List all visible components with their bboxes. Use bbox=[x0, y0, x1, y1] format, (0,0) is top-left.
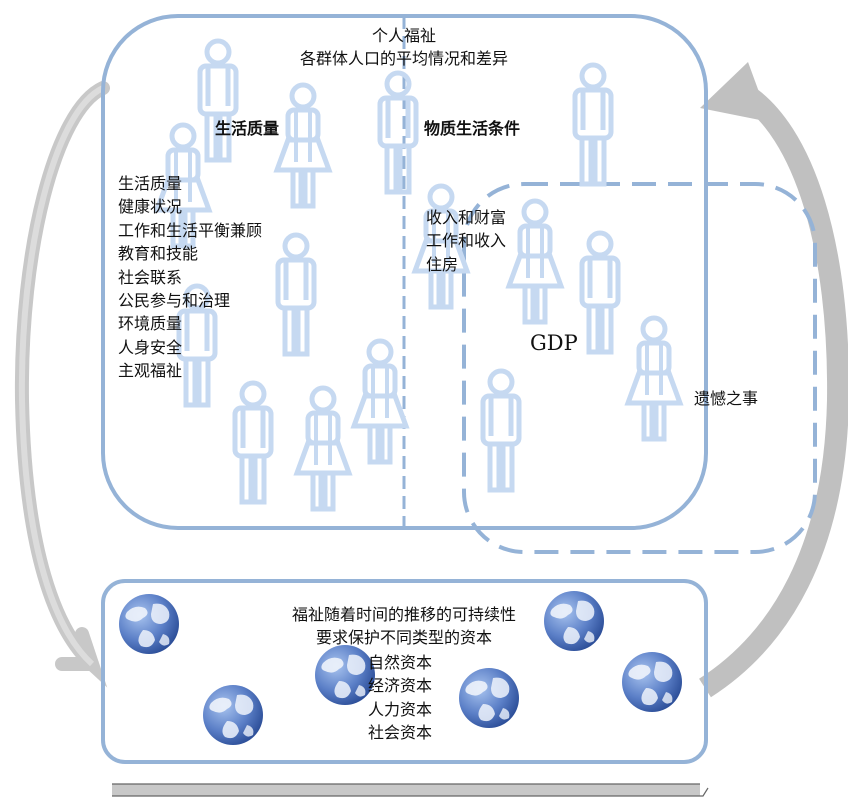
quality-of-life-heading: 生活质量 bbox=[215, 119, 280, 138]
sustainability-title-line2: 要求保护不同类型的资本 bbox=[315, 628, 492, 647]
list-item: 社会资本 bbox=[368, 723, 433, 743]
list-item: 生活质量 bbox=[118, 174, 183, 193]
left-cycle-arrow-shade bbox=[18, 85, 105, 667]
person-icon bbox=[483, 371, 519, 490]
material-conditions-list: 收入和财富 工作和收入 住房 bbox=[426, 206, 506, 276]
list-item: 人力资本 bbox=[368, 699, 433, 719]
sustainability-title-line1: 福祉随着时间的推移的可持续性 bbox=[291, 605, 516, 624]
list-item: 人身安全 bbox=[118, 337, 183, 357]
time-arrow-edge bbox=[112, 783, 709, 797]
globe-icon bbox=[622, 652, 682, 712]
regrettables-label: 遗憾之事 bbox=[694, 389, 759, 408]
list-item: 住房 bbox=[426, 254, 459, 274]
person-icon bbox=[575, 65, 611, 184]
person-icon bbox=[628, 318, 680, 439]
globe-icon bbox=[203, 685, 263, 745]
list-item: 工作和收入 bbox=[426, 231, 507, 251]
person-icon bbox=[277, 85, 329, 206]
capital-list: 自然资本 经济资本 人力资本 社会资本 bbox=[368, 651, 432, 745]
person-icon bbox=[582, 233, 618, 352]
list-item: 社会联系 bbox=[118, 267, 183, 287]
person-icon bbox=[297, 388, 349, 509]
list-item: 健康状况 bbox=[118, 197, 183, 217]
globe-icon bbox=[119, 594, 179, 654]
person-icon bbox=[278, 235, 314, 354]
left-cycle-arrow bbox=[14, 81, 110, 671]
list-item: 环境质量 bbox=[118, 314, 183, 334]
wellbeing-subtitle: 各群体人口的平均情况和差异 bbox=[299, 49, 508, 68]
list-item: 自然资本 bbox=[368, 653, 433, 672]
gdp-dashed-region bbox=[462, 182, 817, 554]
person-icon bbox=[235, 383, 271, 502]
quality-of-life-list: 生活质量 健康状况 工作和生活平衡兼顾 教育和技能 社会联系 公民参与和治理 环… bbox=[118, 172, 262, 383]
list-item: 教育和技能 bbox=[118, 244, 199, 264]
list-item: 公民参与和治理 bbox=[118, 291, 231, 311]
right-cycle-arrowhead bbox=[700, 62, 770, 122]
person-icon bbox=[354, 341, 406, 462]
list-item: 收入和财富 bbox=[426, 208, 507, 227]
right-cycle-arrow bbox=[699, 82, 848, 698]
capital-frame bbox=[101, 579, 708, 764]
person-icon bbox=[509, 201, 561, 322]
person-icon bbox=[200, 41, 236, 160]
person-icon bbox=[380, 73, 416, 192]
globe-icon bbox=[459, 668, 519, 728]
gdp-label: GDP bbox=[530, 331, 578, 355]
wellbeing-title: 个人福祉 bbox=[371, 26, 436, 45]
list-item: 主观福祉 bbox=[118, 361, 183, 381]
material-conditions-heading: 物质生活条件 bbox=[424, 119, 521, 138]
globe-icon bbox=[315, 645, 375, 705]
list-item: 经济资本 bbox=[368, 676, 433, 696]
list-item: 工作和生活平衡兼顾 bbox=[118, 220, 263, 240]
